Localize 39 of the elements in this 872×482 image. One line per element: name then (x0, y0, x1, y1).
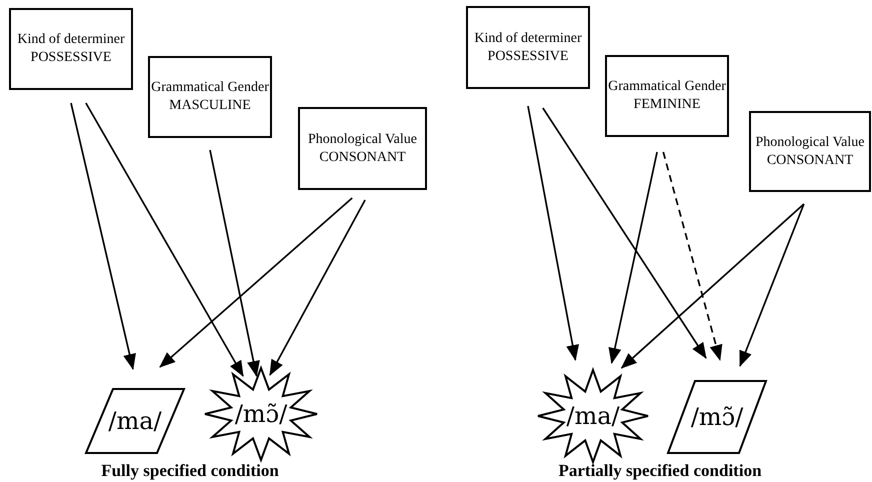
node-text: Kind of determiner (474, 30, 582, 48)
arrow (620, 203, 804, 369)
node-text: Grammatical Gender (608, 78, 726, 96)
feature-box (605, 55, 729, 137)
node-text: Phonological Value (755, 134, 864, 152)
node-text: /ma/ (108, 407, 162, 435)
parallelogram-shape (667, 380, 767, 454)
arrow (739, 204, 805, 367)
node-text: /mɔ̃/ (690, 403, 744, 431)
arrow (662, 152, 722, 361)
arrow (159, 197, 353, 368)
arrow (269, 200, 366, 376)
node-text: /ma/ (566, 402, 620, 430)
node-text: Phonological Value (308, 130, 417, 148)
condition-caption: Partially specified condition (558, 461, 762, 481)
arrow (85, 102, 244, 377)
node-text: Kind of determiner (17, 31, 125, 49)
arrow (542, 108, 707, 359)
feature-box (148, 56, 272, 138)
feature-box (9, 8, 133, 90)
node-text: POSSESSIVE (488, 48, 568, 66)
arrow (70, 102, 136, 370)
feature-box (298, 107, 427, 190)
arrow (209, 150, 260, 377)
node-text: /mɔ̃/ (234, 400, 288, 428)
starburst-shape (205, 368, 317, 460)
arrow (527, 106, 580, 361)
arrow (608, 152, 658, 364)
feature-box (749, 111, 871, 192)
node-text: FEMININE (634, 96, 700, 114)
feature-box (466, 6, 590, 89)
node-text: CONSONANT (319, 148, 406, 166)
condition-caption: Fully specified condition (101, 461, 279, 481)
node-text: Grammatical Gender (151, 79, 269, 97)
node-text: MASCULINE (169, 97, 251, 115)
node-text: POSSESSIVE (30, 49, 112, 67)
starburst-shape (538, 370, 648, 462)
node-text: CONSONANT (766, 152, 854, 170)
parallelogram-shape (85, 388, 185, 454)
